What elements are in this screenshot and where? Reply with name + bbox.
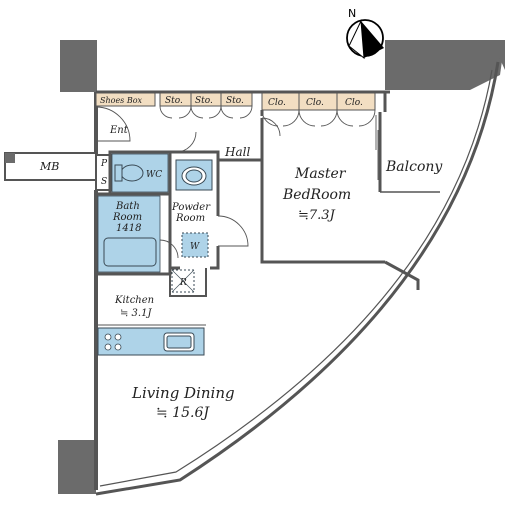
hall-label: Hall: [224, 145, 250, 159]
clo-1-label: Clo.: [268, 98, 286, 108]
compass-north-label: N: [348, 7, 356, 20]
entrance-label: Ent: [109, 125, 129, 136]
master-bedroom-label-1: Master: [294, 166, 347, 182]
powder-label-2: Room: [175, 213, 205, 224]
toilet: [120, 164, 144, 182]
clo-2-label: Clo.: [306, 98, 324, 108]
bath-label-1: Bath: [115, 201, 140, 212]
washer-label: W: [190, 242, 200, 252]
powder-label-1: Powder: [171, 202, 211, 213]
north-compass: N: [346, 7, 384, 60]
washer-box: [181, 232, 209, 258]
ps-label-p: P: [100, 159, 108, 169]
interior-walls: [94, 110, 420, 326]
sto-1-label: Sto.: [165, 96, 183, 106]
living-dining-size: ≒ 15.6J: [156, 405, 210, 421]
shoes-box-label: Shoes Box: [100, 96, 143, 105]
storage-strip: Shoes Box Sto. Sto. Sto. Clo. Clo. Clo.: [95, 92, 376, 111]
sto-2-label: Sto.: [195, 96, 213, 106]
mb-ps-area: MB P S: [4, 152, 113, 191]
clo-3-label: Clo.: [345, 98, 363, 108]
master-bedroom-size: ≒7.3J: [298, 208, 336, 223]
sto-3-label: Sto.: [226, 96, 244, 106]
master-bedroom-label-2: BedRoom: [282, 187, 351, 203]
clo-3: [336, 92, 376, 111]
ps-label-s: S: [101, 177, 107, 187]
mb-label: MB: [39, 160, 59, 173]
exterior-walls: [58, 40, 505, 494]
fridge-label: R: [179, 278, 187, 288]
room-labels: Ent Hall Master BedRoom ≒7.3J Balcony Ki…: [109, 125, 443, 421]
bath-label-3: 1418: [116, 223, 141, 234]
wc-label: WC: [146, 170, 162, 180]
bathtub: [103, 237, 157, 267]
kitchen-size: ≒ 3.1J: [120, 308, 152, 319]
balcony-label: Balcony: [385, 159, 443, 175]
bath-label-2: Room: [112, 212, 142, 223]
living-dining-label: Living Dining: [131, 384, 235, 402]
shoes-box: [95, 92, 156, 107]
main-outline: [94, 61, 500, 496]
kitchen-label: Kitchen: [114, 295, 154, 306]
stove-icon: [104, 333, 122, 351]
sto-3: [220, 92, 253, 107]
fixtures: WC Bath Room 1418 Powder Room W R: [97, 153, 213, 356]
